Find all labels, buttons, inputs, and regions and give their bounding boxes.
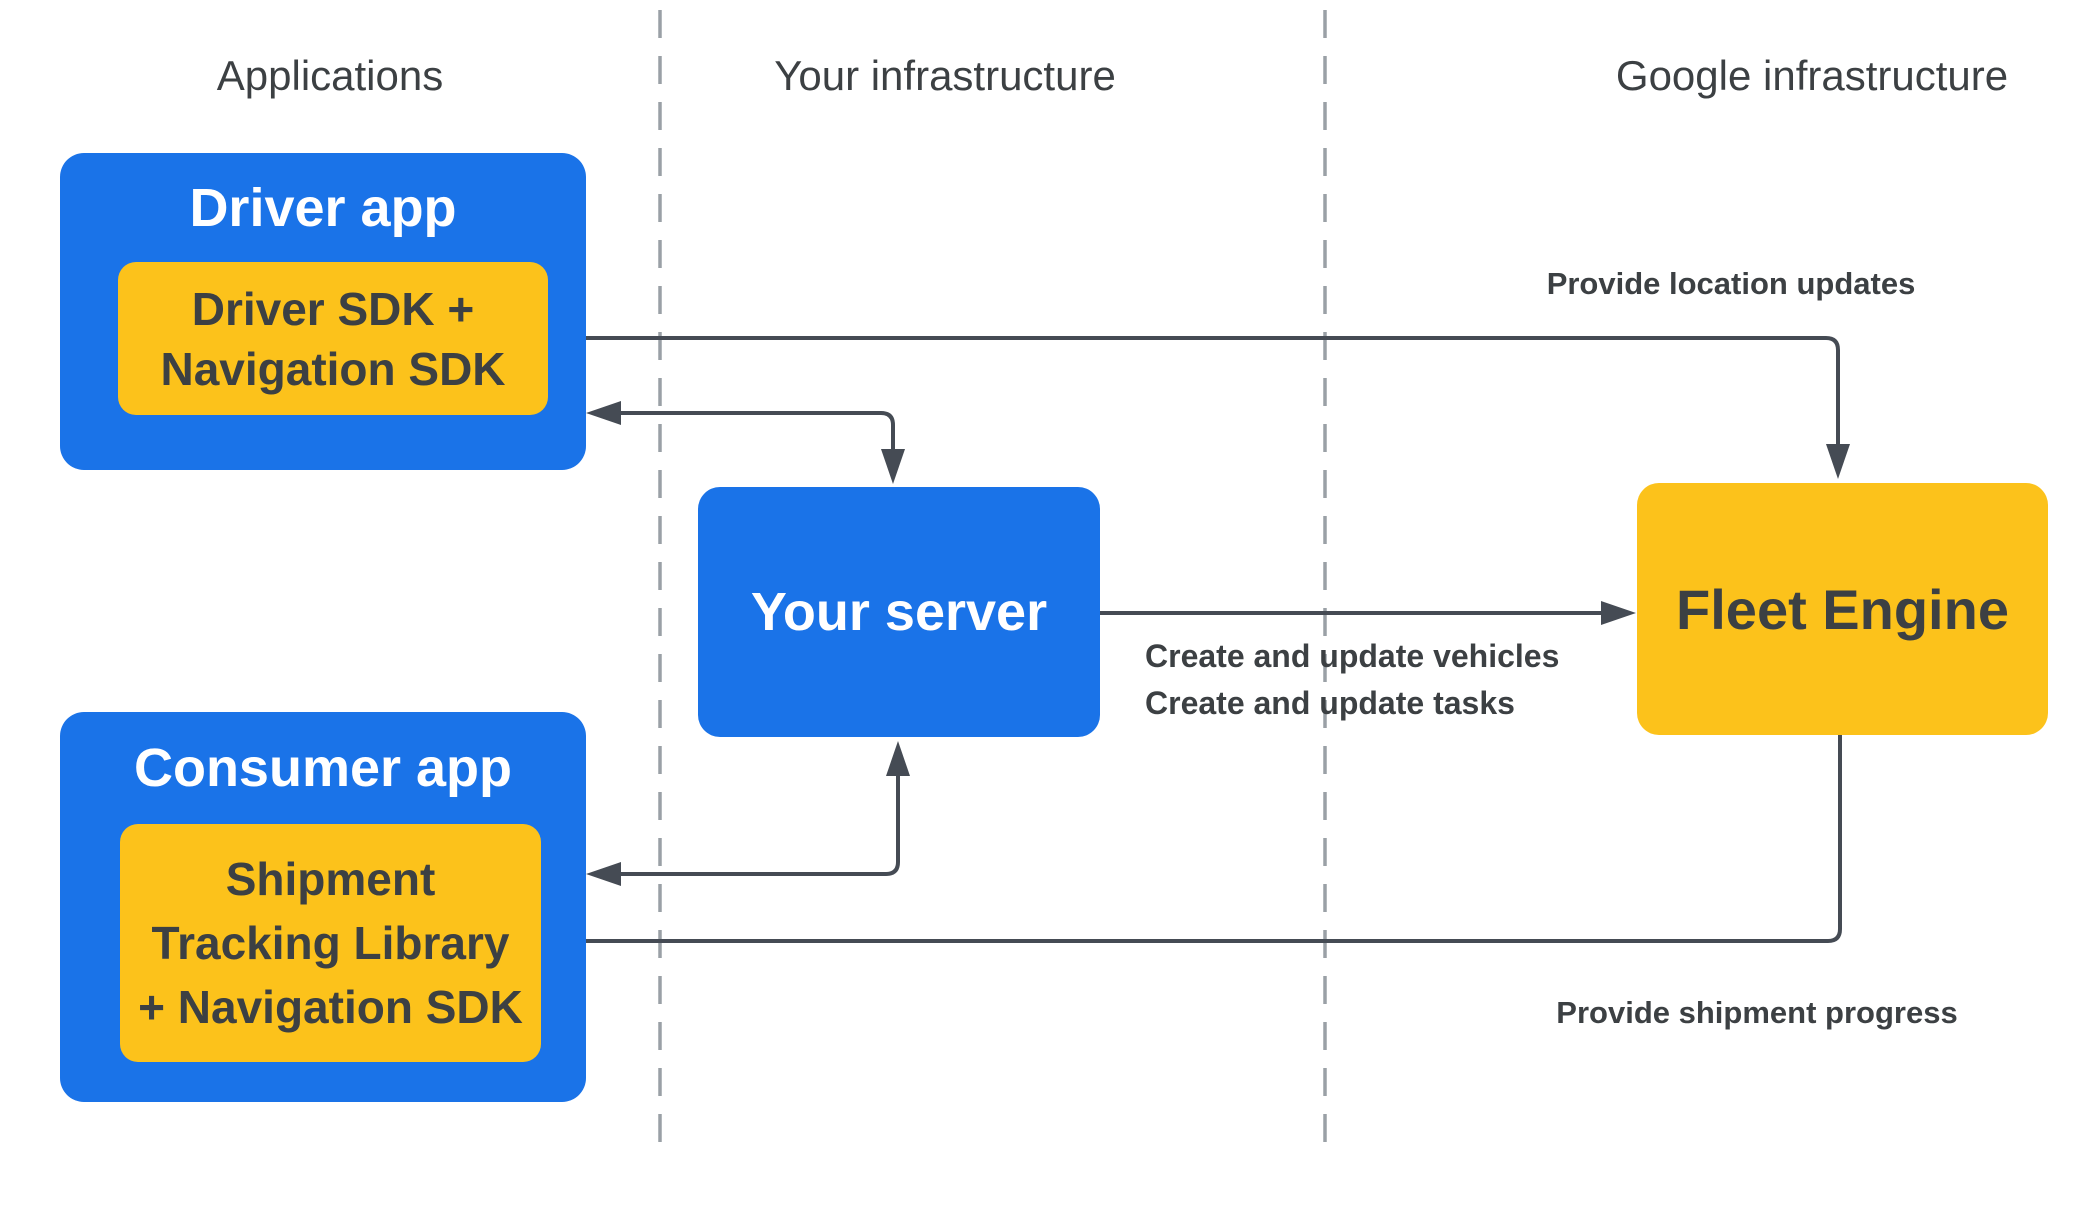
fleet-engine-box: Fleet Engine <box>1637 483 2048 735</box>
arrowhead-into-fleet-engine-top <box>1826 444 1850 479</box>
driver-sdk-box: Driver SDK + Navigation SDK <box>118 262 548 415</box>
consumer-app-title: Consumer app <box>133 738 513 798</box>
your-server-title: Your server <box>750 582 1048 642</box>
edge-label-create-update: Create and update vehicles Create and up… <box>1145 633 1559 727</box>
edge-your-server-consumer-app <box>621 776 900 876</box>
arrowhead-into-fleet-engine-left <box>1601 601 1636 625</box>
edge-driver-sdk-fleet-engine <box>583 336 1840 444</box>
shipment-tracking-library-box: Shipment Tracking Library + Navigation S… <box>120 824 541 1062</box>
shipment-library-label-line-3: + Navigation SDK <box>138 981 523 1033</box>
edge-label-create-update-vehicles: Create and update vehicles <box>1145 638 1560 674</box>
arrowhead-into-consumer-app <box>586 862 621 886</box>
fleet-engine-title: Fleet Engine <box>1676 577 2009 641</box>
consumer-app-box: Consumer app Shipment Tracking Library +… <box>60 712 586 1102</box>
arrowhead-into-your-server-bottom <box>886 741 910 776</box>
shipment-library-label-line-2: Tracking Library <box>151 917 510 969</box>
lane-header-applications: Applications <box>216 52 444 99</box>
shipment-library-label-line-1: Shipment <box>225 853 436 905</box>
driver-app-box: Driver app Driver SDK + Navigation SDK <box>60 153 586 470</box>
your-server-box: Your server <box>698 487 1100 737</box>
lane-header-google-infrastructure: Google infrastructure <box>1615 52 2009 99</box>
arrowhead-into-your-server-top <box>881 449 905 484</box>
edge-label-create-update-tasks: Create and update tasks <box>1145 685 1515 721</box>
edge-driver-app-your-server <box>621 411 895 449</box>
arrowhead-into-driver-app <box>586 401 621 425</box>
lane-header-your-infrastructure: Your infrastructure <box>774 52 1116 99</box>
edge-label-provide-location-updates: Provide location updates <box>1546 266 1916 301</box>
edge-fleet-engine-shipment-library <box>581 735 1842 943</box>
edge-label-provide-shipment-progress: Provide shipment progress <box>1556 995 1958 1030</box>
driver-sdk-label-line-1: Driver SDK + <box>191 282 475 335</box>
driver-app-title: Driver app <box>189 177 457 238</box>
driver-sdk-label-line-2: Navigation SDK <box>160 342 506 395</box>
